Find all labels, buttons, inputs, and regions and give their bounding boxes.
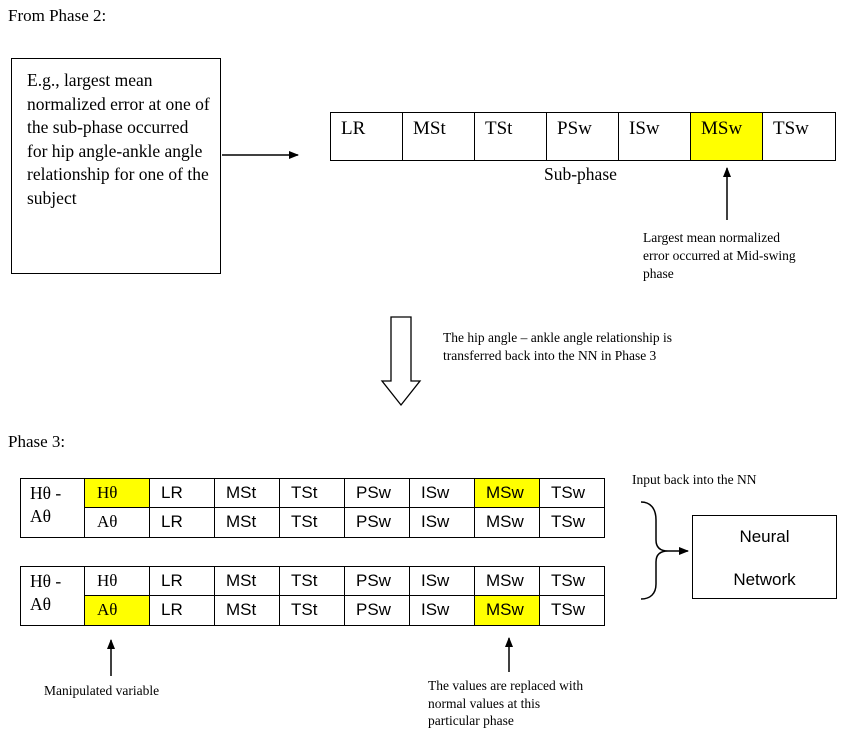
relationship-label: Hθ - Aθ <box>21 567 84 625</box>
sub-phase-cell: MSw <box>474 508 539 537</box>
variable-cell-highlighted: Hθ <box>84 479 149 508</box>
note-line: particular phase <box>428 713 514 728</box>
neural-network-label: Network <box>733 570 796 589</box>
sub-phase-cell: ISw <box>409 567 474 596</box>
sub-phase-cell: LR <box>331 113 403 160</box>
sub-phase-cell: MSt <box>214 596 279 625</box>
note-line: The values are replaced with <box>428 678 584 693</box>
relationship-label: Hθ - Aθ <box>21 479 84 537</box>
sub-phase-cell: MSw <box>474 567 539 596</box>
sub-phase-cell: PSw <box>344 508 409 537</box>
example-text: E.g., largest mean normalized error at o… <box>27 70 210 208</box>
transfer-note: The hip angle – ankle angle relationship… <box>443 329 773 365</box>
sub-phase-cell: LR <box>149 479 214 508</box>
sub-phase-table: LR MSt TSt PSw ISw MSw TSw <box>330 112 836 161</box>
sub-phase-cell: ISw <box>619 113 691 160</box>
note-line: transferred back into the NN in Phase 3 <box>443 348 657 363</box>
sub-phase-cell: PSw <box>547 113 619 160</box>
phase3-table-hip-manipulated: Hθ - Aθ Hθ LR MSt TSt PSw ISw MSw TSw Aθ… <box>20 478 605 538</box>
example-text-box: E.g., largest mean normalized error at o… <box>11 58 221 274</box>
sub-phase-cell: LR <box>149 508 214 537</box>
sub-phase-cell: ISw <box>409 479 474 508</box>
note-line: phase <box>643 266 674 281</box>
relationship-label-line: Hθ - <box>30 483 62 503</box>
phase2-title: From Phase 2: <box>8 6 107 25</box>
sub-phase-cell: MSt <box>214 479 279 508</box>
sub-phase-cell: TSt <box>279 567 344 596</box>
note-line: Largest mean normalized <box>643 230 780 245</box>
hollow-down-arrow-icon <box>380 316 422 407</box>
sub-phase-cell: PSw <box>344 479 409 508</box>
sub-phase-cell: MSt <box>403 113 475 160</box>
note-line: normal values at this <box>428 695 541 711</box>
input-back-label: Input back into the NN <box>632 472 757 487</box>
sub-phase-cell: TSw <box>539 479 604 508</box>
variable-cell: Hθ <box>84 567 149 596</box>
sub-phase-cell-highlighted: MSw <box>691 113 763 160</box>
relationship-label-line: Aθ <box>30 594 52 614</box>
sub-phase-cell-highlighted: MSw <box>474 479 539 508</box>
sub-phase-cell: TSw <box>539 567 604 596</box>
sub-phase-cell-highlighted: MSw <box>474 596 539 625</box>
curly-brace-icon <box>640 501 669 600</box>
variable-cell-highlighted: Aθ <box>84 596 149 625</box>
sub-phase-cell: MSt <box>214 567 279 596</box>
note-line: error occurred at Mid-swing <box>643 248 796 263</box>
phase3-table-ankle-manipulated: Hθ - Aθ Hθ LR MSt TSt PSw ISw MSw TSw Aθ… <box>20 566 605 626</box>
neural-network-label: Neural <box>739 527 790 546</box>
sub-phase-cell: LR <box>149 596 214 625</box>
sub-phase-cell: PSw <box>344 567 409 596</box>
sub-phase-cell: LR <box>149 567 214 596</box>
sub-phase-cell: MSt <box>214 508 279 537</box>
variable-cell: Aθ <box>84 508 149 537</box>
sub-phase-cell: TSt <box>475 113 547 160</box>
replaced-values-note: The values are replaced with normal valu… <box>428 677 648 730</box>
manipulated-variable-label: Manipulated variable <box>44 683 160 698</box>
sub-phase-cell: PSw <box>344 596 409 625</box>
sub-phase-cell: TSt <box>279 508 344 537</box>
sub-phase-caption: Sub-phase <box>544 164 617 184</box>
sub-phase-cell: TSw <box>539 596 604 625</box>
sub-phase-cell: ISw <box>409 508 474 537</box>
mid-swing-note: Largest mean normalized error occurred a… <box>643 229 843 283</box>
sub-phase-cell: TSw <box>773 118 809 139</box>
neural-network-box: Neural Network <box>692 515 837 599</box>
sub-phase-cell: TSt <box>279 596 344 625</box>
relationship-label-line: Aθ <box>30 506 52 526</box>
phase3-title: Phase 3: <box>8 432 66 451</box>
sub-phase-cell: ISw <box>409 596 474 625</box>
note-line: The hip angle – ankle angle relationship… <box>443 330 673 345</box>
sub-phase-cell: TSt <box>279 479 344 508</box>
relationship-label-line: Hθ - <box>30 571 62 591</box>
sub-phase-cell: TSw <box>539 508 604 537</box>
